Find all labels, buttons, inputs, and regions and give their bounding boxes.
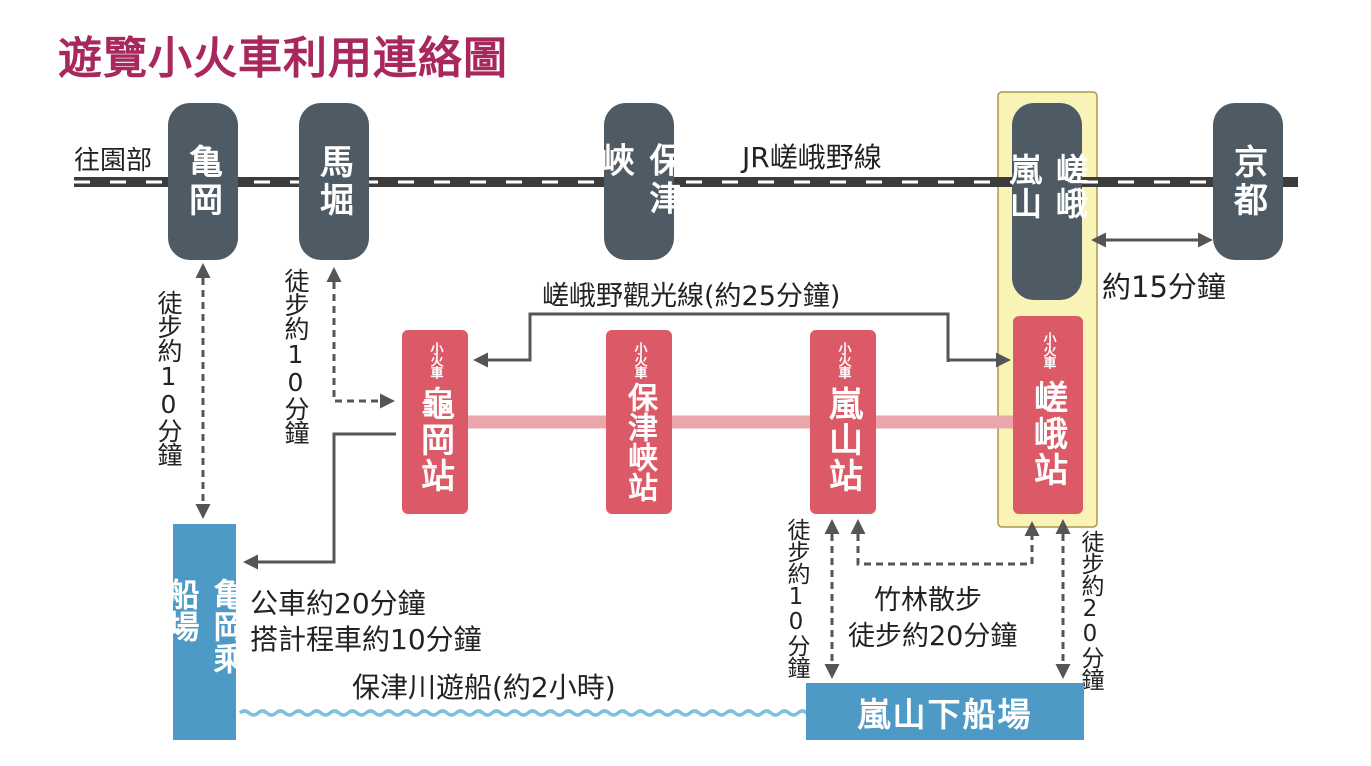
trolley-station-arashiyama-label: 嵐山站: [822, 386, 863, 494]
umahori-walk-label: 徒步約10分鐘: [281, 268, 310, 444]
trolley-line-name: 嵯峨野觀光線(約25分鐘): [542, 281, 841, 312]
trolley-station-hozukyo-label: 保津峡站: [622, 382, 657, 502]
jr-station-kyoto[interactable]: 京都: [1213, 103, 1283, 260]
jr-station-kameoka-label: 亀岡: [182, 143, 223, 220]
arashiyama-walk-label: 徒步約10分鐘: [783, 518, 809, 678]
bus-label: 公車約20分鐘: [250, 587, 426, 620]
kameoka-walk-label: 徒步約10分鐘: [154, 290, 183, 466]
arashiyama-pier[interactable]: 嵐山下船場: [806, 683, 1084, 740]
saga-walk-label: 徒步約20分鐘: [1077, 530, 1103, 690]
kameoka-pier-label: 亀岡乘船場: [162, 578, 247, 674]
trolley-prefix: 小火車: [631, 342, 647, 378]
bamboo-walk-arrow: [850, 519, 1040, 566]
trolley-station-arashiyama[interactable]: 小火車 嵐山站: [810, 330, 876, 514]
jr-station-kyoto-label: 京都: [1227, 143, 1268, 220]
kyoto-time: 約15分鐘: [1102, 270, 1226, 304]
jr-line-name: JR嵯峨野線: [742, 141, 882, 174]
jr-station-umahori-label: 馬堀: [313, 143, 354, 220]
trolley-prefix: 小火車: [427, 342, 443, 378]
trolley-line-arrow: [473, 312, 950, 368]
jr-station-hozukyo[interactable]: 保津峽: [594, 103, 683, 260]
jr-station-hozukyo-label: 保津峽: [594, 142, 683, 219]
trolley-station-saga[interactable]: 小火車 嵯峨站: [1013, 316, 1083, 514]
jr-station-kameoka[interactable]: 亀岡: [168, 103, 238, 260]
direction-label: 往園部: [74, 146, 153, 176]
trolley-station-hozukyo[interactable]: 小火車 保津峡站: [606, 330, 672, 514]
trolley-station-saga-label: 嵯峨站: [1027, 380, 1068, 488]
jr-station-umahori[interactable]: 馬堀: [299, 103, 369, 260]
arashiyama-pier-label: 嵐山下船場: [857, 694, 1033, 734]
page-title: 遊覽小火車利用連絡圖: [58, 33, 508, 84]
river-wave: [238, 709, 811, 717]
taxi-label: 搭計程車約10分鐘: [250, 623, 482, 656]
trolley-prefix: 小火車: [1040, 332, 1056, 368]
umahori-walk-arrow: [326, 267, 395, 409]
bamboo-title: 竹林散步: [874, 585, 982, 616]
kameoka-pier[interactable]: 亀岡乘船場: [163, 524, 247, 740]
bamboo-walk-label: 徒步約20分鐘: [848, 621, 1018, 652]
trolley-station-kameoka-label: 龜岡站: [414, 386, 455, 494]
trolley-prefix: 小火車: [835, 342, 851, 378]
bus-taxi-arrow: [243, 432, 396, 570]
river-cruise-label: 保津川遊船(約2小時): [352, 671, 616, 704]
jr-station-saga-arashiyama-label: 嵯峨嵐山: [1005, 152, 1089, 221]
trolley-station-kameoka[interactable]: 小火車 龜岡站: [402, 330, 468, 514]
jr-station-saga-arashiyama[interactable]: 嵯峨嵐山: [1005, 103, 1089, 300]
